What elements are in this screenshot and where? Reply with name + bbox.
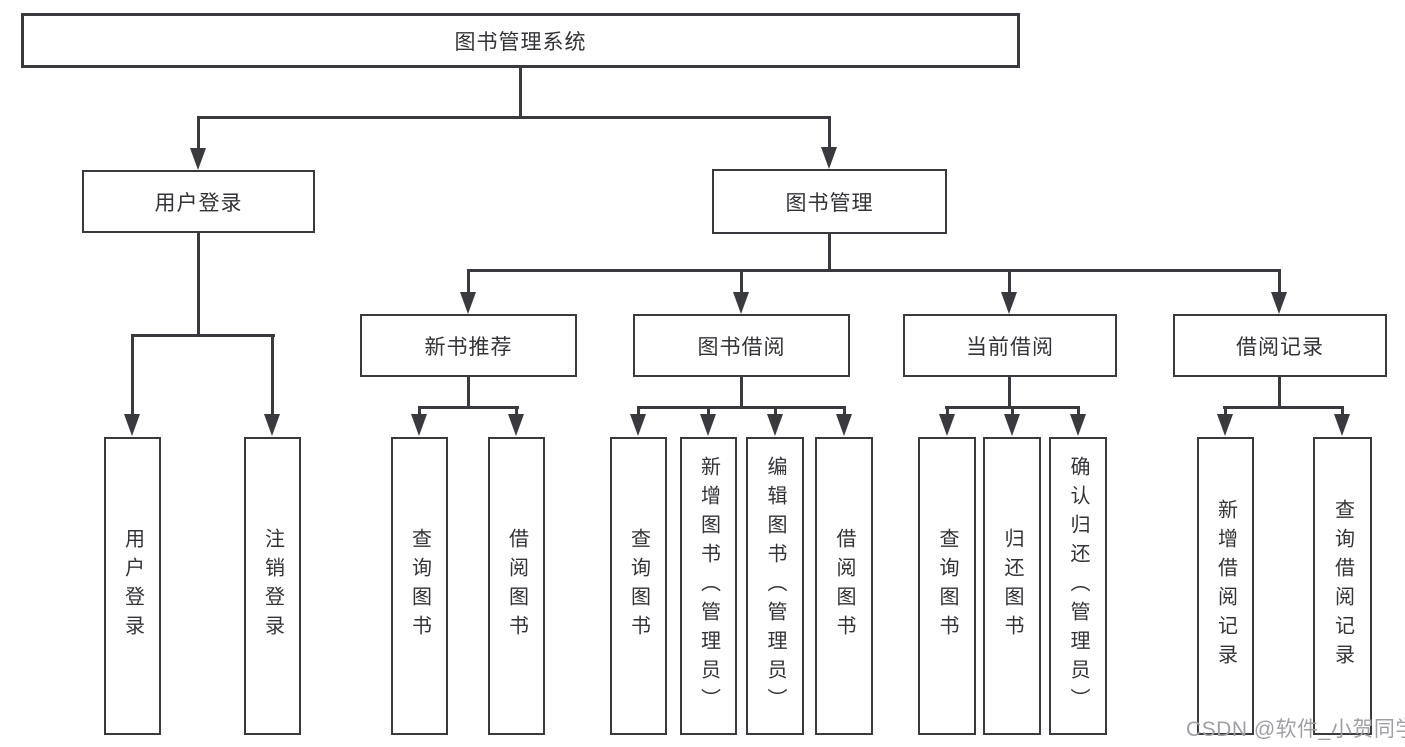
node-leaf-borrow-books: 借阅图书 xyxy=(815,437,873,735)
node-label: 借阅图书 xyxy=(833,528,855,644)
arrow-down-icon xyxy=(700,407,716,436)
arrow-down-icon xyxy=(460,270,476,314)
connector-bb-stem xyxy=(740,376,743,408)
arrow-down-icon xyxy=(124,335,140,436)
arrow-down-icon xyxy=(630,407,646,436)
connector-root-branch xyxy=(197,116,831,119)
connector-user-branch xyxy=(131,334,275,337)
node-user-login-group: 用户登录 xyxy=(82,170,315,233)
node-leaf-query-borrow-record: 查询借阅记录 xyxy=(1313,437,1372,735)
connector-user-stem xyxy=(197,232,200,336)
arrow-down-icon xyxy=(190,118,206,170)
node-label: 用户登录 xyxy=(154,191,243,215)
node-label: 编辑图书（管理员） xyxy=(764,455,786,717)
node-label: 注销登录 xyxy=(261,528,284,644)
connector-root-stem xyxy=(519,67,522,118)
connector-br-stem xyxy=(1278,376,1281,408)
arrow-down-icon xyxy=(821,118,837,169)
node-library-management-system: 图书管理系统 xyxy=(21,13,1020,68)
csdn-watermark: CSDN @软件_小贺同学 xyxy=(1186,718,1405,741)
connector-rec-branch xyxy=(418,406,519,409)
node-leaf-return-books: 归还图书 xyxy=(983,437,1041,735)
node-label: 确认归还（管理员） xyxy=(1067,455,1089,717)
node-label: 新书推荐 xyxy=(424,335,513,359)
connector-br-branch xyxy=(1223,406,1344,409)
node-leaf-edit-books-admin: 编辑图书（管理员） xyxy=(746,437,804,735)
connector-bb-branch xyxy=(637,406,846,409)
node-leaf-confirm-return-admin: 确认归还（管理员） xyxy=(1049,437,1107,735)
node-leaf-borrow-books: 借阅图书 xyxy=(488,437,545,735)
arrow-down-icon xyxy=(1001,270,1017,314)
node-leaf-query-books: 查询图书 xyxy=(391,437,448,735)
node-current-borrowing: 当前借阅 xyxy=(903,314,1117,377)
arrow-down-icon xyxy=(411,407,427,436)
node-label: 图书管理 xyxy=(785,191,874,215)
arrow-down-icon xyxy=(508,407,524,436)
node-book-borrowing: 图书借阅 xyxy=(633,314,850,377)
arrow-down-icon xyxy=(836,407,852,436)
node-label: 查询借阅记录 xyxy=(1331,499,1354,673)
connector-rec-stem xyxy=(467,376,470,408)
connector-mgmt-branch xyxy=(467,269,1281,272)
node-book-management: 图书管理 xyxy=(712,169,947,234)
node-label: 用户登录 xyxy=(121,528,144,644)
node-borrowing-records: 借阅记录 xyxy=(1173,314,1387,377)
arrow-down-icon xyxy=(1004,407,1020,436)
node-label: 借阅记录 xyxy=(1236,335,1324,359)
arrow-down-icon xyxy=(1070,407,1086,436)
node-label: 查询图书 xyxy=(627,528,650,644)
connector-cb-stem xyxy=(1008,376,1011,408)
node-leaf-add-borrow-record: 新增借阅记录 xyxy=(1197,437,1254,735)
node-new-book-recommendation: 新书推荐 xyxy=(360,314,577,377)
arrow-down-icon xyxy=(1271,270,1287,314)
node-label: 图书借阅 xyxy=(697,335,786,359)
node-label: 查询图书 xyxy=(408,528,431,644)
node-label: 当前借阅 xyxy=(966,335,1054,359)
connector-mgmt-stem xyxy=(828,233,831,272)
node-label: 图书管理系统 xyxy=(454,30,587,54)
node-leaf-logout: 注销登录 xyxy=(244,437,301,735)
node-leaf-query-books: 查询图书 xyxy=(610,437,667,735)
node-label: 新增图书（管理员） xyxy=(697,455,720,717)
node-label: 归还图书 xyxy=(1001,528,1023,644)
arrow-down-icon xyxy=(1217,407,1233,436)
node-label: 借阅图书 xyxy=(505,528,528,644)
arrow-down-icon xyxy=(1334,407,1350,436)
arrow-down-icon xyxy=(767,407,783,436)
node-label: 新增借阅记录 xyxy=(1214,499,1237,673)
node-leaf-add-books-admin: 新增图书（管理员） xyxy=(680,437,737,735)
arrow-down-icon xyxy=(733,270,749,314)
node-label: 查询图书 xyxy=(936,528,958,644)
arrow-down-icon xyxy=(939,407,955,436)
node-leaf-query-books: 查询图书 xyxy=(918,437,976,735)
node-leaf-user-login: 用户登录 xyxy=(104,437,161,735)
arrow-down-icon xyxy=(264,335,280,436)
